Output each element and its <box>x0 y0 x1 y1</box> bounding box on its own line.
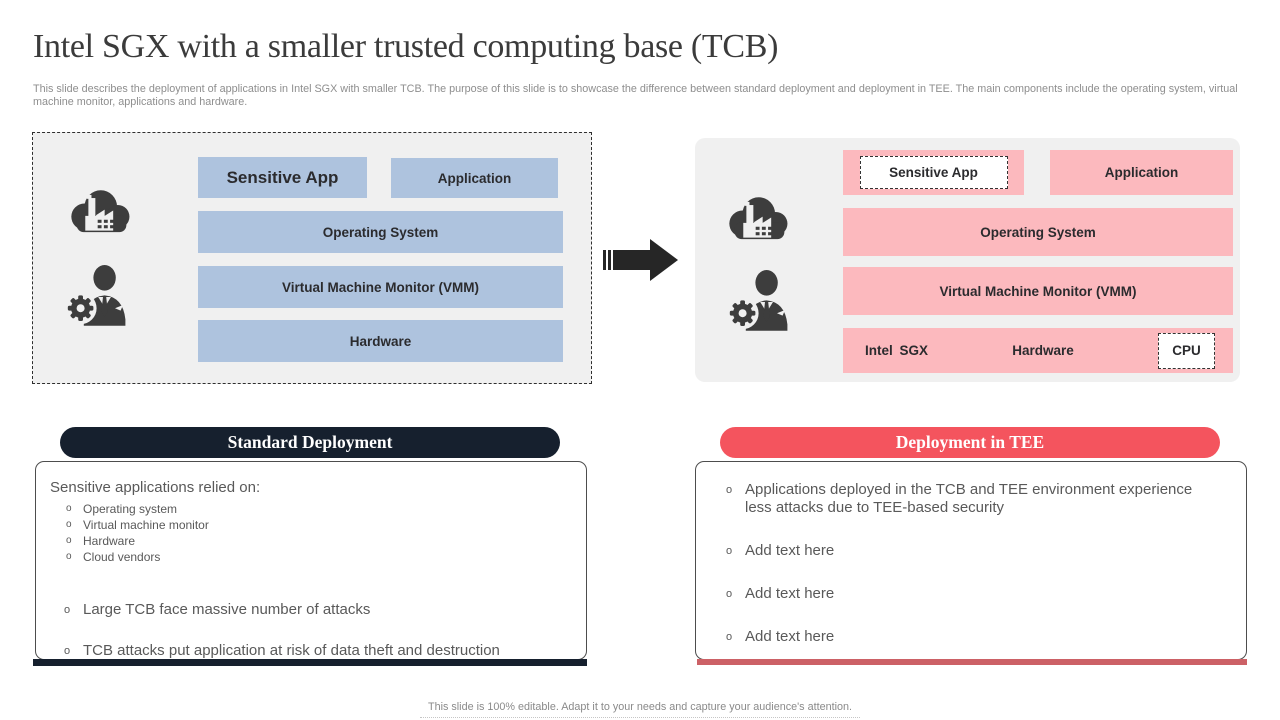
page-subtitle: This slide describes the deployment of a… <box>33 83 1238 108</box>
stack-box-sensitive-app: Sensitive App <box>198 157 367 198</box>
stack-box-vmm: Virtual Machine Monitor (VMM) <box>843 267 1233 315</box>
admin-user-gear-icon <box>721 264 801 340</box>
right-arrow-icon <box>603 237 679 283</box>
footer-note: This slide is 100% editable. Adapt it to… <box>419 701 860 718</box>
text-placeholder[interactable]: Add text here <box>712 542 1222 560</box>
standard-deployment-header-pill: Standard Deployment <box>60 427 560 458</box>
stack-box-label: Operating System <box>980 224 1096 240</box>
list-item: Operating system <box>50 501 572 517</box>
text-placeholder[interactable]: Add text here <box>712 585 1222 603</box>
list-item: Hardware <box>50 533 572 549</box>
standard-deployment-panel: Sensitive App Application Operating Syst… <box>32 132 592 384</box>
cpu-label: CPU <box>1172 343 1201 358</box>
stack-box-hardware: Hardware <box>198 320 563 362</box>
footer-note-wrap: This slide is 100% editable. Adapt it to… <box>0 697 1280 718</box>
stack-box-label: Operating System <box>322 224 439 240</box>
stack-box-hardware: Intel SGX Hardware CPU <box>843 328 1233 373</box>
stack-box-label: Hardware <box>349 333 412 349</box>
tee-deployment-header-pill: Deployment in TEE <box>720 427 1220 458</box>
standard-notes-box: Sensitive applications relied on: Operat… <box>35 461 587 660</box>
page-title: Intel SGX with a smaller trusted computi… <box>33 28 779 65</box>
intel-sgx-label: Intel SGX <box>865 343 929 358</box>
list-item: TCB attacks put application at risk of d… <box>50 642 572 660</box>
admin-user-gear-icon <box>59 259 139 335</box>
stack-box-operating-system: Operating System <box>843 208 1233 256</box>
stack-box-label: Sensitive App <box>226 167 339 187</box>
red-accent-bar <box>697 659 1247 665</box>
stack-box-label: Application <box>1104 165 1179 180</box>
cloud-factory-icon <box>719 188 797 250</box>
sensitive-app-enclave-box: Sensitive App <box>859 156 1008 189</box>
stack-box-application: Application <box>1050 150 1233 195</box>
stack-box-label: Virtual Machine Monitor (VMM) <box>281 279 479 295</box>
hardware-label: Hardware <box>1012 343 1074 358</box>
cloud-factory-icon <box>61 181 139 243</box>
tee-notes-box: Applications deployed in the TCB and TEE… <box>695 461 1247 660</box>
cpu-box: CPU <box>1157 332 1215 369</box>
stack-box-label: Sensitive App <box>889 165 978 180</box>
navy-accent-bar <box>33 659 587 666</box>
list-item: Cloud vendors <box>50 549 572 565</box>
header-label: Deployment in TEE <box>895 432 1045 452</box>
list-item: Applications deployed in the TCB and TEE… <box>712 481 1222 517</box>
tee-deployment-panel: Sensitive App Application Operating Syst… <box>695 138 1240 382</box>
stack-box-sensitive-app: Sensitive App <box>843 150 1024 195</box>
list-intro: Sensitive applications relied on: <box>50 479 261 496</box>
stack-box-operating-system: Operating System <box>198 211 563 253</box>
stack-box-application: Application <box>391 158 558 198</box>
stack-box-label: Application <box>437 170 512 186</box>
list-item: Virtual machine monitor <box>50 517 572 533</box>
stack-box-label: Virtual Machine Monitor (VMM) <box>939 283 1137 299</box>
stack-box-vmm: Virtual Machine Monitor (VMM) <box>198 266 563 308</box>
text-placeholder[interactable]: Add text here <box>712 628 1222 646</box>
header-label: Standard Deployment <box>227 432 393 452</box>
list-item: Large TCB face massive number of attacks <box>50 601 572 619</box>
